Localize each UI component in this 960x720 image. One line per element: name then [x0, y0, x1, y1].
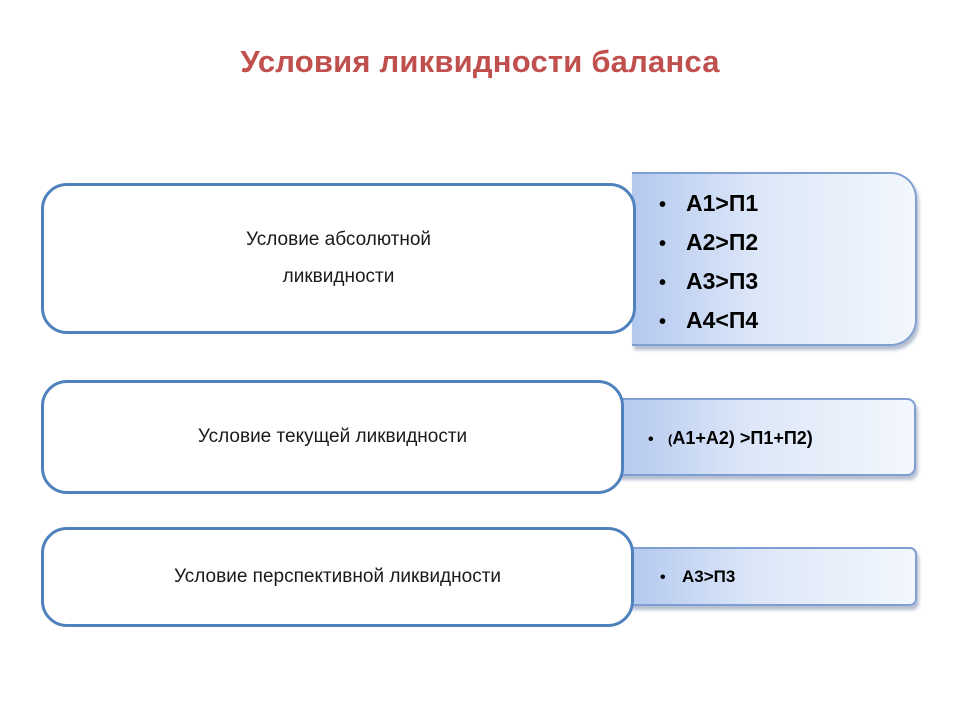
- formula-open-paren: (: [668, 432, 673, 447]
- condition-label: Условие перспективной ликвидности: [173, 565, 502, 587]
- formula-text: А2>П2: [686, 229, 759, 255]
- current-liquidity-formula-list: • (А1+А2) >П1+П2): [648, 424, 813, 454]
- prospective-liquidity-condition-box: Условие перспективной ликвидности: [41, 527, 634, 627]
- formula-text: А1>П1: [686, 190, 759, 216]
- current-liquidity-condition-box: Условие текущей ликвидности: [41, 380, 624, 494]
- formula-item: • А2>П2: [659, 223, 758, 262]
- bullet-icon: •: [659, 311, 667, 333]
- prospective-liquidity-formula-list: • А3>П3: [660, 563, 735, 592]
- formula-text: А1+А2) >П1+П2): [672, 428, 813, 448]
- bullet-icon: •: [659, 194, 667, 216]
- condition-label: Условие текущей ликвидности: [197, 425, 468, 447]
- bullet-icon: •: [659, 272, 667, 294]
- bullet-icon: •: [660, 569, 666, 586]
- slide-title: Условия ликвидности баланса: [240, 44, 720, 79]
- bullet-icon: •: [648, 431, 654, 448]
- current-liquidity-formula-box: • (А1+А2) >П1+П2): [618, 398, 916, 476]
- absolute-liquidity-formulas-box: • А1>П1 • А2>П2 • А3>П3 • А4<П4: [632, 172, 917, 346]
- absolute-liquidity-condition-box: Условие абсолютной ликвидности: [41, 183, 636, 334]
- bullet-icon: •: [659, 233, 667, 255]
- formula-item: • А3>П3: [659, 262, 758, 301]
- formula-text: А3>П3: [682, 567, 736, 586]
- formula-item: • А4<П4: [659, 301, 758, 340]
- formula-item: • А1>П1: [659, 184, 758, 223]
- formula-text: А4<П4: [686, 307, 759, 333]
- absolute-liquidity-formula-list: • А1>П1 • А2>П2 • А3>П3 • А4<П4: [659, 184, 758, 340]
- formula-item: • А3>П3: [660, 563, 735, 592]
- formula-text: А3>П3: [686, 268, 759, 294]
- formula-item: • (А1+А2) >П1+П2): [648, 424, 813, 454]
- condition-label-line: ликвидности: [282, 265, 395, 287]
- condition-label: Условие абсолютной ликвидности: [246, 222, 431, 294]
- prospective-liquidity-formula-box: • А3>П3: [630, 547, 917, 606]
- condition-label-line: Условие абсолютной: [245, 229, 432, 251]
